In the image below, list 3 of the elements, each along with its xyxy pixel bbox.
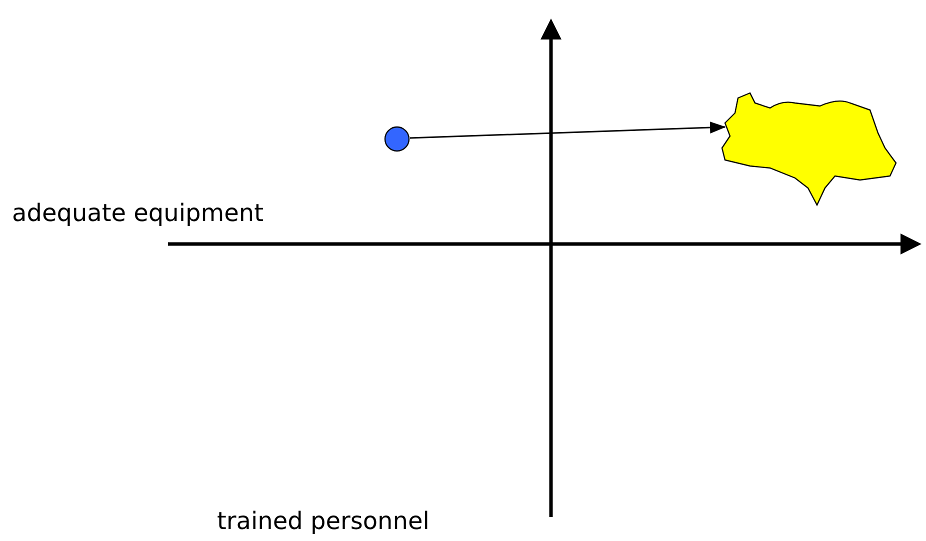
axis-label: adequate equipment — [12, 199, 264, 228]
axis-label: trained personnel — [217, 507, 430, 536]
arrow — [410, 122, 726, 139]
